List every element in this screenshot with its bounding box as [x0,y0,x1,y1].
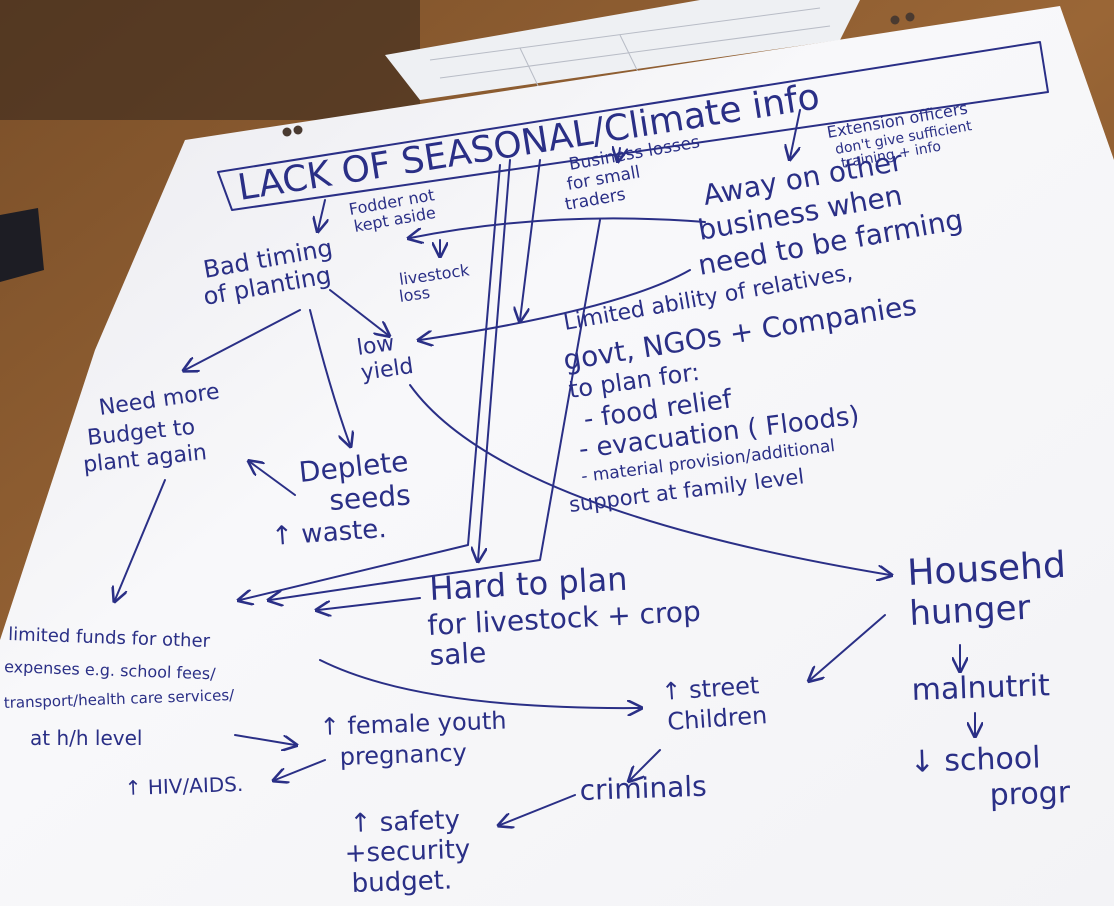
note-safety-security: ↑ safety +security budget. [344,805,471,899]
svg-text:↑ safety: ↑ safety [349,805,460,839]
note-female-youth: ↑ female youth pregnancy [319,706,507,771]
svg-text:seeds: seeds [328,478,412,517]
punch-holes [282,12,915,137]
title-box [217,41,1049,211]
svg-text:at h/h level: at h/h level [30,726,142,750]
svg-text:budget.: budget. [351,866,452,899]
dark-object [0,208,44,282]
svg-text:progr: progr [989,775,1071,813]
note-hiv-aids: ↑ HIV/AIDS. [124,772,243,800]
printed-sheet [385,0,860,100]
svg-text:Children: Children [666,701,768,736]
note-street-children: ↑ street Children [660,671,768,736]
note-school-progress: ↓ school progr [909,740,1071,813]
flipchart-paper [0,6,1114,906]
svg-text:sale: sale [429,636,487,672]
dark-background [0,0,420,120]
svg-text:hunger: hunger [908,588,1031,634]
note-hard-to-plan: Hard to plan for livestock + crop sale [427,560,702,672]
svg-text:↓ school: ↓ school [909,740,1041,780]
note-malnutrition: malnutrit [911,668,1051,708]
svg-text:↑ female youth: ↑ female youth [319,706,507,741]
note-household-hunger: Househd hunger [906,545,1066,634]
note-criminals: criminals [579,770,707,807]
svg-text:↑ street: ↑ street [660,671,760,706]
svg-text:Househd: Househd [906,545,1066,594]
connector-arrows [115,109,975,825]
svg-text:loss: loss [398,283,431,306]
svg-text:+security: +security [344,835,471,869]
printed-sheet-grid [429,7,831,91]
svg-text:pregnancy: pregnancy [339,739,467,771]
